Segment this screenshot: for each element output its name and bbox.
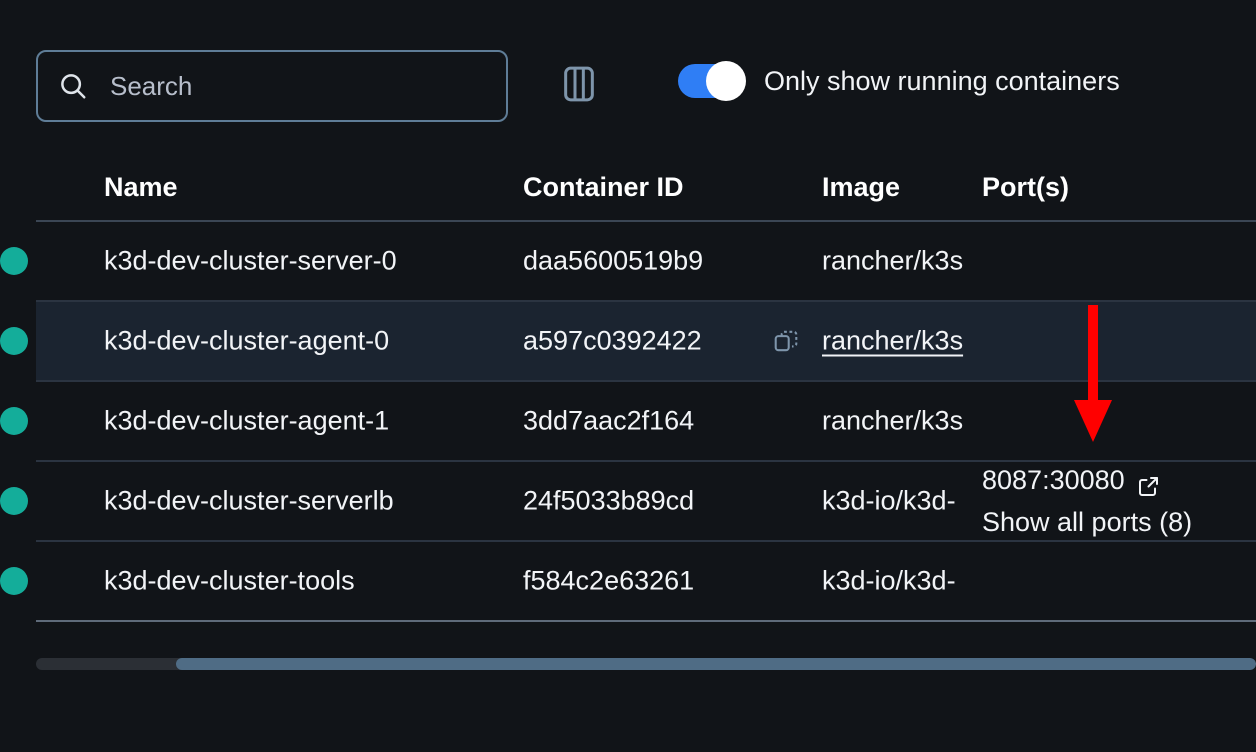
cell-container-id: f584c2e63261 — [523, 565, 695, 596]
cell-container-id: a597c0392422 — [523, 325, 702, 356]
table-row[interactable]: k3d-dev-cluster-serverlb 24f5033b89cd k3… — [0, 459, 1256, 543]
horizontal-scrollbar[interactable] — [36, 658, 1256, 670]
column-header-ports[interactable]: Port(s) — [982, 172, 1069, 202]
cell-container-id: daa5600519b9 — [523, 245, 704, 276]
port-mapping-row: 8087:30080 — [982, 459, 1192, 501]
cell-name: k3d-dev-cluster-agent-1 — [104, 405, 390, 436]
cell-image: k3d-io/k3d- — [822, 565, 956, 596]
cell-name: k3d-dev-cluster-tools — [104, 565, 355, 596]
toolbar: Only show running containers — [0, 0, 1256, 140]
cell-image-clip: rancher/k3s — [822, 222, 1001, 300]
port-mapping: 8087:30080 — [982, 465, 1125, 495]
search-input[interactable] — [110, 70, 486, 102]
cell-image: rancher/k3s — [822, 405, 964, 436]
table-row[interactable]: k3d-dev-cluster-tools f584c2e63261 k3d-i… — [0, 542, 1256, 622]
external-link-icon[interactable] — [1137, 468, 1161, 496]
cell-ports: 8087:30080 Show all ports (8) — [982, 459, 1192, 543]
cell-container-id: 3dd7aac2f164 — [523, 405, 695, 436]
cell-image: rancher/k3s — [822, 245, 964, 276]
cell-image: k3d-io/k3d- — [822, 485, 956, 516]
cell-name: k3d-dev-cluster-serverlb — [104, 485, 394, 516]
running-containers-toggle[interactable] — [678, 61, 746, 101]
status-dot-icon — [0, 487, 28, 515]
column-header-image[interactable]: Image — [822, 172, 901, 202]
cell-name: k3d-dev-cluster-agent-0 — [104, 325, 390, 356]
cell-image-clip: k3d-io/k3d- — [822, 542, 1001, 620]
status-dot-icon — [0, 567, 28, 595]
show-all-ports-link[interactable]: Show all ports (8) — [982, 507, 1193, 537]
cell-image-clip: rancher/k3s — [822, 302, 1001, 380]
columns-icon — [559, 64, 599, 109]
status-dot-icon — [0, 407, 28, 435]
columns-toggle-button[interactable] — [558, 65, 600, 107]
column-header-name[interactable]: Name — [104, 172, 178, 202]
status-dot-icon — [0, 247, 28, 275]
search-icon — [58, 71, 88, 101]
cell-container-id: 24f5033b89cd — [523, 485, 695, 516]
table-row[interactable]: k3d-dev-cluster-agent-1 3dd7aac2f164 ran… — [0, 382, 1256, 462]
table-row[interactable]: k3d-dev-cluster-server-0 daa5600519b9 ra… — [0, 222, 1256, 302]
table-row[interactable]: k3d-dev-cluster-agent-0 a597c0392422 ran… — [0, 302, 1256, 382]
search-field[interactable] — [36, 50, 508, 122]
running-containers-label: Only show running containers — [764, 65, 1120, 96]
copy-icon[interactable] — [773, 328, 799, 354]
column-header-container-id[interactable]: Container ID — [523, 172, 684, 202]
status-dot-icon — [0, 327, 28, 355]
cell-name: k3d-dev-cluster-server-0 — [104, 245, 397, 276]
cell-image-clip: rancher/k3s — [822, 382, 1001, 460]
table-header-row: Name Container ID Image Port(s) — [36, 150, 1256, 222]
scrollbar-thumb[interactable] — [176, 658, 1256, 670]
containers-table: Name Container ID Image Port(s) k3d-dev-… — [0, 150, 1256, 622]
toggle-knob — [706, 61, 746, 101]
running-containers-filter[interactable]: Only show running containers — [678, 61, 1120, 101]
cell-image[interactable]: rancher/k3s — [822, 325, 964, 356]
cell-image-clip: k3d-io/k3d- — [822, 462, 1001, 540]
